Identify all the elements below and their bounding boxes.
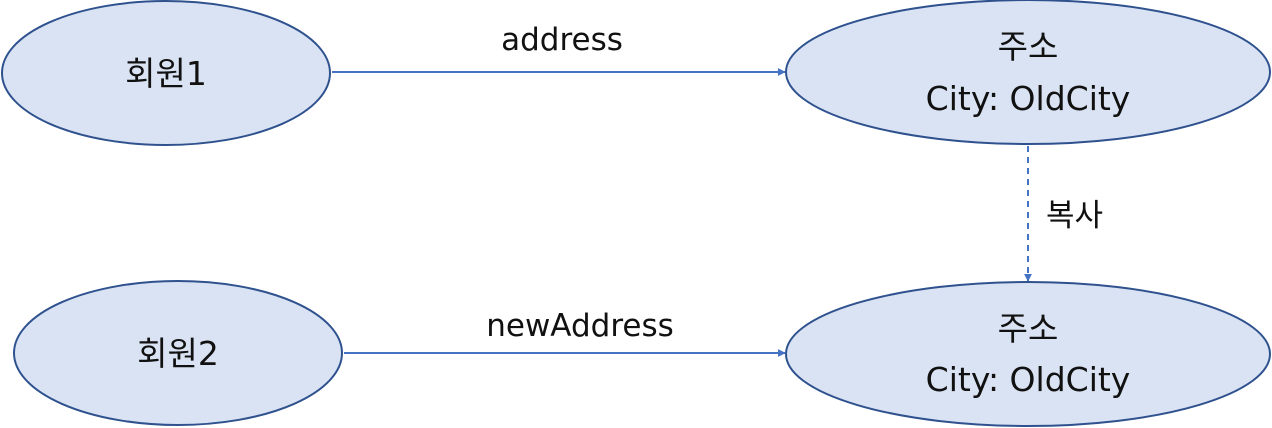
edge-member1-address: address (332, 22, 786, 76)
edge-member2-address: newAddress (344, 308, 786, 357)
member1-ellipse (1, 0, 331, 146)
member1-label: 회원1 (125, 54, 207, 93)
member2-ellipse (13, 280, 343, 426)
address-copy-node: 주소 City: OldCity (785, 281, 1271, 427)
address-copy-city: City: OldCity (926, 360, 1131, 399)
address-original-city: City: OldCity (926, 79, 1131, 118)
edge-copy-label: 복사 (1046, 198, 1103, 234)
member1-node: 회원1 (1, 0, 331, 146)
address-original-ellipse (785, 0, 1271, 145)
address-original-title: 주소 (998, 27, 1059, 66)
address-original-node: 주소 City: OldCity (785, 0, 1271, 145)
address-copy-ellipse (785, 281, 1271, 427)
edge-member1-address-label: address (501, 22, 623, 58)
member2-label: 회원2 (137, 334, 219, 373)
edge-copy: 복사 (1024, 146, 1103, 282)
member2-node: 회원2 (13, 280, 343, 426)
edge-member2-address-label: newAddress (486, 308, 674, 344)
address-copy-title: 주소 (998, 309, 1059, 348)
